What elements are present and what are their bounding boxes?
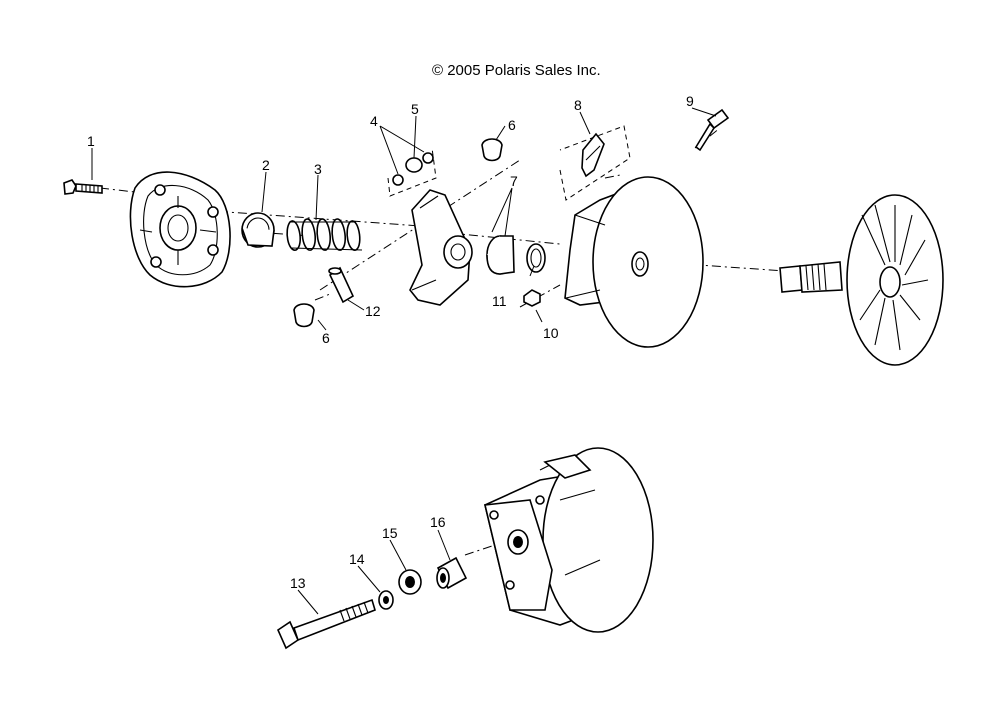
part-6-roller-upper — [481, 138, 503, 162]
part-1-bolt — [63, 179, 103, 195]
part-8-shoe — [581, 132, 605, 178]
callout-5: 5 — [411, 101, 419, 117]
callout-9: 9 — [686, 93, 694, 109]
part-2-ring — [241, 212, 275, 248]
part-15-washer — [398, 569, 422, 595]
part-14-washer — [378, 590, 394, 610]
callout-2: 2 — [262, 157, 270, 173]
clutch-sheave — [564, 176, 704, 348]
callout-labels: 1 2 3 4 5 6 7 8 9 6 10 11 12 13 14 15 16 — [87, 93, 694, 591]
part-11-ring — [526, 243, 546, 273]
callout-7: 7 — [510, 173, 518, 189]
callout-6-upper: 6 — [508, 117, 516, 133]
callout-leaders — [91, 107, 717, 615]
callout-10: 10 — [543, 325, 559, 341]
callout-13: 13 — [290, 575, 306, 591]
part-5-roller — [405, 157, 423, 173]
part-4-nut — [392, 152, 434, 186]
part-10-nut — [523, 289, 541, 307]
clutch-spider — [409, 189, 473, 306]
part-16-bushing — [436, 556, 468, 590]
callout-11: 11 — [492, 293, 507, 309]
part-9-bolt — [694, 108, 730, 152]
part-13-bolt — [276, 598, 376, 650]
callout-4: 4 — [370, 113, 378, 129]
part-3-spring — [286, 218, 363, 251]
callout-14: 14 — [349, 551, 365, 567]
copyright-notice: © 2005 Polaris Sales Inc. — [432, 62, 601, 79]
part-6-roller-lower — [293, 303, 315, 328]
callout-16: 16 — [430, 514, 446, 530]
clutch-cover — [129, 171, 231, 288]
fixed-sheave-shaft — [779, 194, 944, 366]
hardware-bracket-8 — [559, 125, 631, 201]
part-7-bushing — [486, 235, 515, 275]
callout-12: 12 — [365, 303, 381, 319]
callout-1: 1 — [87, 133, 95, 149]
callout-3: 3 — [314, 161, 322, 177]
part-12-pin — [328, 266, 355, 304]
clutch-assembly-lower — [484, 447, 654, 633]
callout-6-lower: 6 — [322, 330, 330, 346]
callout-15: 15 — [382, 525, 398, 541]
callout-8: 8 — [574, 97, 582, 113]
hardware-bracket-4-5 — [387, 147, 437, 197]
